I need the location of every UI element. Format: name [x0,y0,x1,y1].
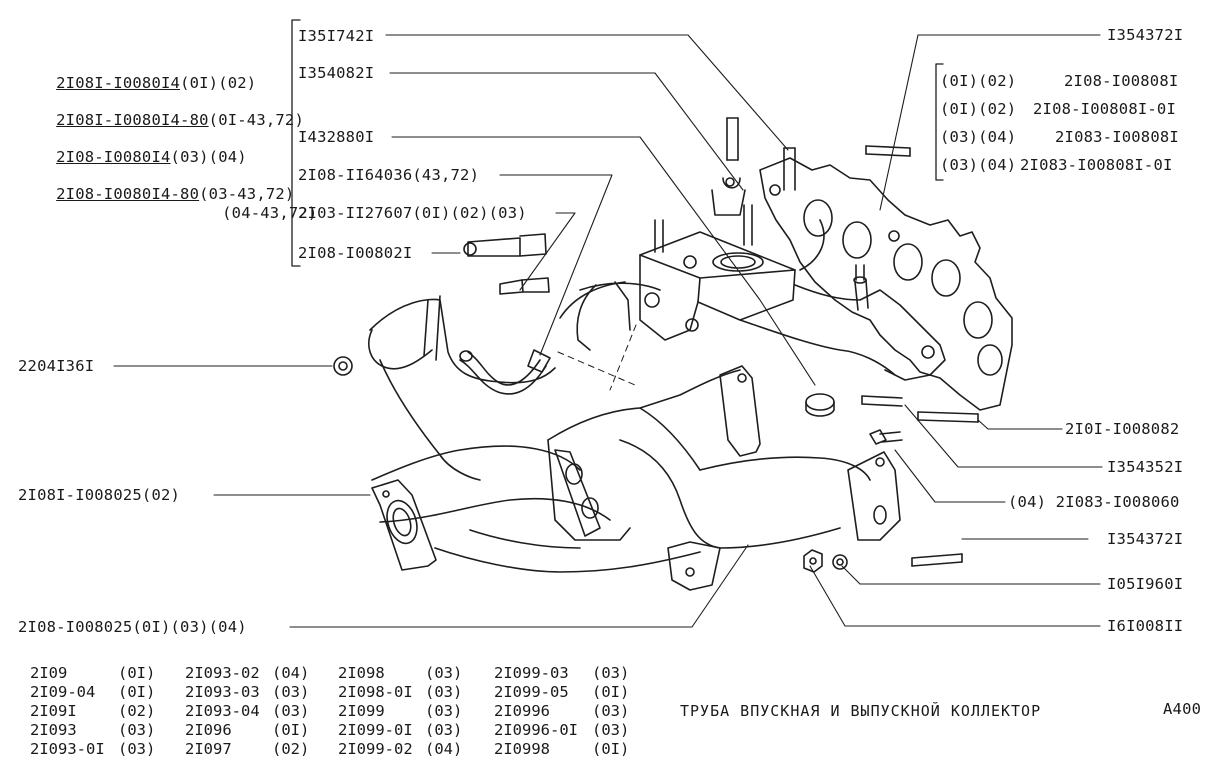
legend-model: 2I093-0I [30,740,105,758]
loose-fasteners [333,117,979,573]
callout-nut-lower: I6I008II [1107,617,1184,635]
legend-model: 2I097 [185,740,232,758]
sheet-code: A400 [1163,700,1202,718]
top-left-part-1: 2I08I-I0080I4(0I)(02) [56,74,257,92]
callout-washer-lower: I05I960I [1107,575,1184,593]
callout-bolt: (04) 2I083-I008060 [1008,493,1180,511]
legend-model: 2I099-03 [494,664,569,682]
legend-variant: (03) [272,702,310,720]
bracket-part-6: 2I08-I00802I [298,244,413,262]
top-left-part-4: 2I08-I0080I4-80(03-43,72) [56,185,295,203]
right-group-1-variant: (0I)(02) [940,72,1017,90]
legend-model: 2I099 [338,702,385,720]
callout-left-flange: 2I08I-I008025(02) [18,486,181,504]
bracket-part-1: I35I742I [298,27,375,45]
right-group-3-variant: (03)(04) [940,128,1017,146]
legend-model: 2I0996-0I [494,721,578,739]
legend-variant: (04) [425,740,463,758]
legend-model: 2I09 [30,664,68,682]
legend-model: 2I098 [338,664,385,682]
legend-model: 2I098-0I [338,683,413,701]
right-group-4-variant: (03)(04) [940,156,1017,174]
bracket-part-2: I354082I [298,64,375,82]
legend-model: 2I099-0I [338,721,413,739]
sheet-title: ТРУБА ВПУСКНАЯ И ВЫПУСКНОЙ КОЛЛЕКТОР [680,702,1042,720]
callout-stud-long: 2I0I-I008082 [1065,420,1180,438]
legend-variant: (03) [272,683,310,701]
manifold-gasket [759,157,1013,411]
intake-pipe [576,177,946,381]
legend-model: 2I099-05 [494,683,569,701]
callout-top-right: I354372I [1107,26,1184,44]
right-group-2-part: 2I08-I00808I-0I [1033,100,1176,118]
leader-lines [113,34,1103,628]
bracket-part-5: 2I03-II27607(0I)(02)(03) [298,204,527,222]
right-group-2-variant: (0I)(02) [940,100,1017,118]
legend-variant: (03) [425,664,463,682]
legend-variant: (04) [272,664,310,682]
legend-model: 2I093 [30,721,77,739]
legend-model: 2I093-02 [185,664,260,682]
legend-model: 2I09-04 [30,683,96,701]
callout-bottom-manifold: 2I08-I008025(0I)(03)(04) [18,618,247,636]
legend-model: 2I09I [30,702,77,720]
top-left-part-5: (04-43,72) [222,204,318,222]
legend-variant: (03) [425,702,463,720]
legend-model: 2I0996 [494,702,550,720]
bracket-part-4: 2I08-II64036(43,72) [298,166,480,184]
legend-variant: (0I) [592,683,630,701]
legend-variant: (03) [425,721,463,739]
legend-variant: (02) [118,702,156,720]
right-group-3-part: 2I083-I00808I [1055,128,1179,146]
bracket-part-3: I432880I [298,128,375,146]
dashed-guide [557,324,637,391]
legend-model: 2I093-04 [185,702,260,720]
callout-stud-lower: I354372I [1107,530,1184,548]
legend-variant: (03) [118,740,156,758]
exhaust-manifold [368,281,901,591]
legend-variant: (03) [592,721,630,739]
callout-stud-mid: I354352I [1107,458,1184,476]
bracket-lines [291,19,944,267]
legend-model: 2I0998 [494,740,550,758]
legend-variant: (0I) [118,683,156,701]
top-left-part-3: 2I08-I0080I4(03)(04) [56,148,247,166]
legend-variant: (0I) [118,664,156,682]
legend-variant: (03) [118,721,156,739]
legend-variant: (02) [272,740,310,758]
legend-model: 2I099-02 [338,740,413,758]
legend-variant: (0I) [592,740,630,758]
legend-model: 2I093-03 [185,683,260,701]
legend-model: 2I096 [185,721,232,739]
right-group-4-part: 2I083-I00808I-0I [1020,156,1173,174]
legend-variant: (03) [425,683,463,701]
right-group-1-part: 2I08-I00808I [1064,72,1179,90]
legend-variant: (0I) [272,721,310,739]
legend-variant: (03) [592,702,630,720]
top-left-part-2: 2I08I-I0080I4-80(0I-43,72) [56,111,304,129]
legend-variant: (03) [592,664,630,682]
callout-left-washer: 2204I36I [18,357,95,375]
